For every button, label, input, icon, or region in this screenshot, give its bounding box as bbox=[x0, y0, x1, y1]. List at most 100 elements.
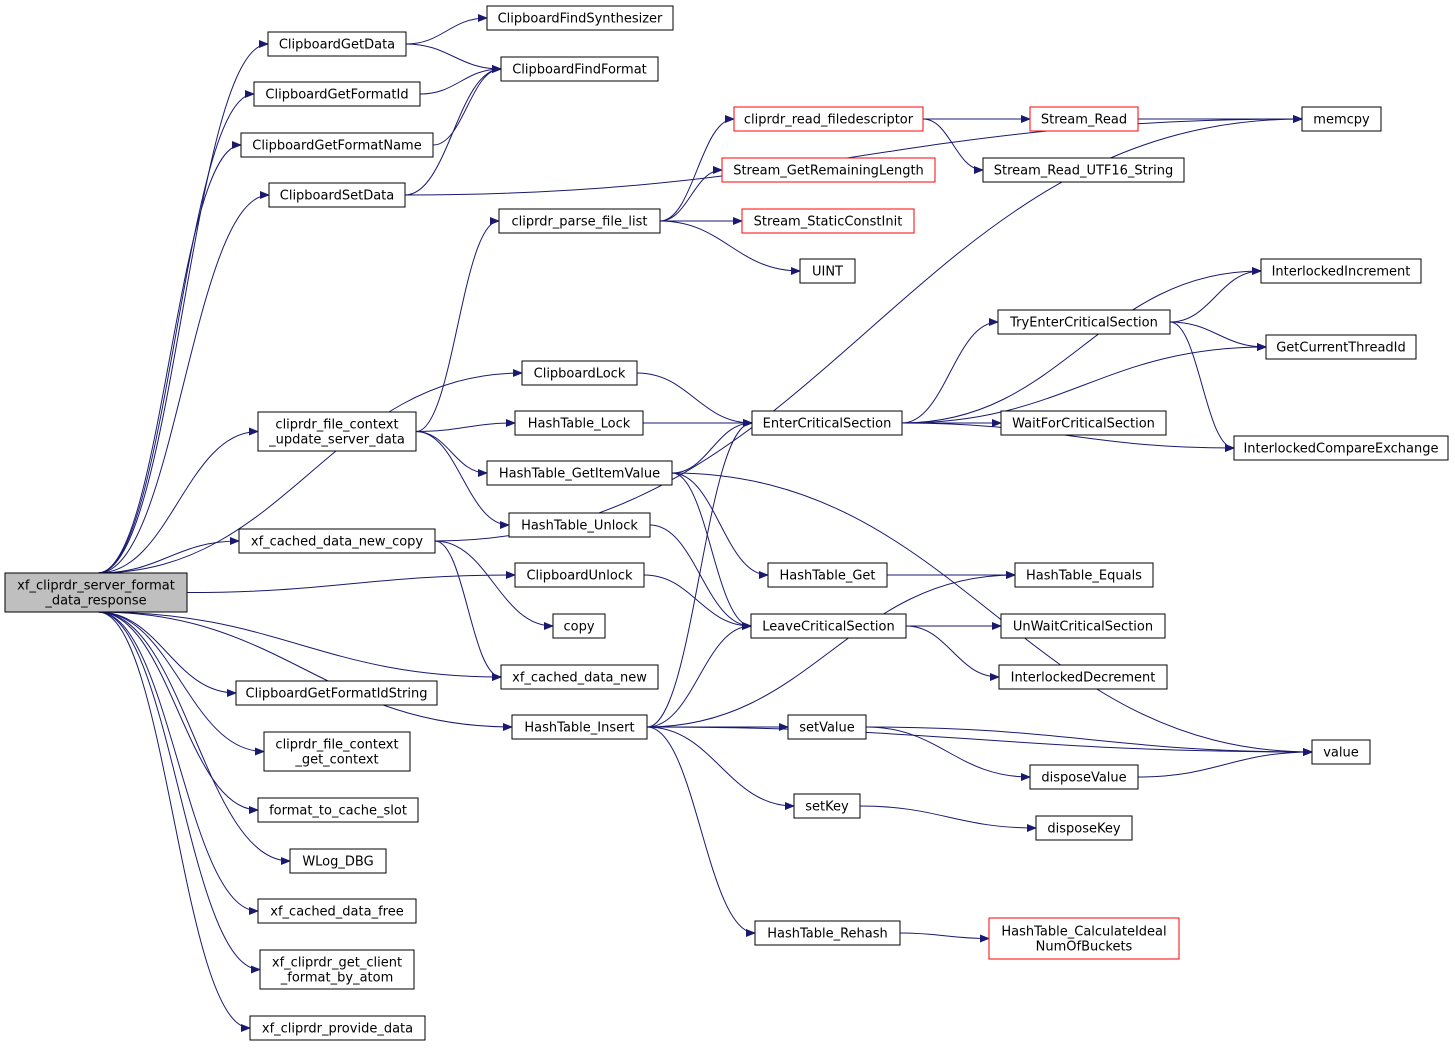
node-label: HashTable_Insert bbox=[524, 721, 634, 736]
edge-root-to-get_client_format bbox=[97, 611, 261, 974]
node-label: _data_response bbox=[44, 594, 146, 609]
node-ht-get-item[interactable]: HashTable_GetItemValue bbox=[486, 460, 673, 486]
node-label: ClipboardGetFormatId bbox=[265, 88, 408, 103]
node-box bbox=[1035, 815, 1133, 841]
node-cb-get-data[interactable]: ClipboardGetData bbox=[267, 31, 407, 57]
node-file-ctx-update[interactable]: cliprdr_file_context_update_server_data bbox=[257, 411, 417, 452]
node-label: memcpy bbox=[1313, 113, 1370, 128]
node-try-enter-cs[interactable]: TryEnterCriticalSection bbox=[997, 309, 1171, 335]
node-cb-get-format-id-string[interactable]: ClipboardGetFormatIdString bbox=[235, 680, 438, 706]
node-cb-get-format-id[interactable]: ClipboardGetFormatId bbox=[253, 81, 421, 107]
node-interlocked-dec[interactable]: InterlockedDecrement bbox=[998, 664, 1168, 690]
edge-ht_get_item-to-enter_cs bbox=[671, 419, 753, 474]
edge-layer bbox=[97, 14, 1313, 1032]
node-label: HashTable_Get bbox=[779, 569, 875, 584]
node-label: _get_context bbox=[294, 753, 378, 768]
node-cb-find-synth[interactable]: ClipboardFindSynthesizer bbox=[486, 5, 674, 31]
node-set-value[interactable]: setValue bbox=[787, 714, 867, 740]
node-leave-cs[interactable]: LeaveCriticalSection bbox=[750, 613, 907, 639]
edge-cb_lock-to-enter_cs bbox=[636, 372, 753, 427]
node-box bbox=[498, 208, 661, 234]
node-cb-find-format[interactable]: ClipboardFindFormat bbox=[500, 56, 659, 82]
node-label: HashTable_Rehash bbox=[767, 927, 888, 942]
node-ht-lock[interactable]: HashTable_Lock bbox=[514, 410, 644, 436]
node-ht-rehash[interactable]: HashTable_Rehash bbox=[754, 920, 901, 946]
node-ht-equals[interactable]: HashTable_Equals bbox=[1014, 562, 1154, 588]
node-enter-cs[interactable]: EnterCriticalSection bbox=[751, 410, 903, 436]
node-cb-get-format-name[interactable]: ClipboardGetFormatName bbox=[240, 132, 434, 158]
node-label: value bbox=[1323, 746, 1359, 761]
node-cb-unlock[interactable]: ClipboardUnlock bbox=[514, 562, 645, 588]
node-box bbox=[508, 512, 651, 538]
node-wait-cs[interactable]: WaitForCriticalSection bbox=[1000, 410, 1167, 436]
node-label: setValue bbox=[799, 721, 855, 736]
edge-root-to-cb_unlock bbox=[186, 571, 516, 593]
node-get-client-format[interactable]: xf_cliprdr_get_client_format_by_atom bbox=[259, 949, 415, 990]
node-copy[interactable]: copy bbox=[552, 613, 606, 639]
node-label: InterlockedCompareExchange bbox=[1243, 442, 1438, 457]
node-box bbox=[267, 31, 407, 57]
node-unwait-cs[interactable]: UnWaitCriticalSection bbox=[1000, 613, 1166, 639]
edge-cb_get_format_id-to-cb_find_format bbox=[419, 65, 502, 95]
node-dispose-key[interactable]: disposeKey bbox=[1035, 815, 1133, 841]
node-box bbox=[741, 208, 915, 234]
node-label: xf_cliprdr_provide_data bbox=[262, 1022, 413, 1037]
edge-ht_insert-to-leave_cs bbox=[646, 622, 752, 728]
node-label: cliprdr_read_filedescriptor bbox=[744, 113, 914, 128]
node-interlocked-cmpxchg[interactable]: InterlockedCompareExchange bbox=[1233, 435, 1449, 461]
edge-root-to-file_ctx_get bbox=[97, 611, 265, 756]
node-provide-data[interactable]: xf_cliprdr_provide_data bbox=[249, 1015, 426, 1041]
edge-cb_set_data-to-memcpy bbox=[404, 115, 1303, 196]
node-get-thread-id[interactable]: GetCurrentThreadId bbox=[1265, 334, 1417, 360]
node-dispose-value[interactable]: disposeValue bbox=[1029, 764, 1139, 790]
edge-file_ctx_update-to-parse_file_list bbox=[415, 217, 500, 432]
node-stream-static[interactable]: Stream_StaticConstInit bbox=[741, 208, 915, 234]
node-label: ClipboardGetData bbox=[279, 38, 395, 53]
edge-ht_insert-to-ht_rehash bbox=[646, 726, 756, 937]
node-stream-remaining[interactable]: Stream_GetRemainingLength bbox=[721, 157, 936, 183]
node-value[interactable]: value bbox=[1311, 739, 1371, 765]
node-box bbox=[257, 797, 419, 823]
node-stream-read[interactable]: Stream_Read bbox=[1029, 106, 1139, 132]
node-cb-set-data[interactable]: ClipboardSetData bbox=[268, 182, 406, 208]
edge-root-to-cb_set_data bbox=[97, 191, 270, 574]
node-parse-file-list[interactable]: cliprdr_parse_file_list bbox=[498, 208, 661, 234]
node-ht-insert[interactable]: HashTable_Insert bbox=[511, 714, 648, 740]
node-read-filedesc[interactable]: cliprdr_read_filedescriptor bbox=[733, 106, 924, 132]
node-ht-unlock[interactable]: HashTable_Unlock bbox=[508, 512, 651, 538]
node-box bbox=[268, 182, 406, 208]
node-box bbox=[235, 680, 438, 706]
node-cached-new[interactable]: xf_cached_data_new bbox=[500, 664, 659, 690]
node-uint[interactable]: UINT bbox=[799, 258, 856, 284]
node-memcpy[interactable]: memcpy bbox=[1301, 106, 1382, 132]
node-label: HashTable_Equals bbox=[1026, 569, 1142, 584]
node-cached-new-copy[interactable]: xf_cached_data_new_copy bbox=[238, 528, 436, 554]
node-box bbox=[249, 1015, 426, 1041]
edge-root-to-cached_new_copy bbox=[97, 537, 240, 574]
node-box bbox=[500, 56, 659, 82]
edge-ht_get_item-to-ht_get bbox=[671, 472, 769, 579]
node-cached-free[interactable]: xf_cached_data_free bbox=[257, 898, 417, 924]
node-label: ClipboardLock bbox=[534, 367, 626, 382]
node-ht-get[interactable]: HashTable_Get bbox=[767, 562, 888, 588]
node-box bbox=[500, 664, 659, 690]
node-box bbox=[257, 898, 417, 924]
node-label: Stream_StaticConstInit bbox=[754, 215, 903, 230]
node-set-key[interactable]: setKey bbox=[793, 793, 861, 819]
node-stream-read-utf16[interactable]: Stream_Read_UTF16_String bbox=[982, 157, 1185, 183]
node-cb-lock[interactable]: ClipboardLock bbox=[521, 360, 638, 386]
edge-try_enter_cs-to-interlocked_cmpxchg bbox=[1169, 321, 1235, 452]
node-label: _update_server_data bbox=[268, 433, 405, 448]
node-label: GetCurrentThreadId bbox=[1276, 341, 1406, 356]
node-box bbox=[511, 714, 648, 740]
node-file-ctx-get[interactable]: cliprdr_file_context_get_context bbox=[263, 731, 411, 772]
node-label: xf_cliprdr_server_format bbox=[17, 579, 175, 594]
node-wlog-dbg[interactable]: WLog_DBG bbox=[289, 848, 387, 874]
node-interlocked-inc[interactable]: InterlockedIncrement bbox=[1260, 258, 1422, 284]
edge-try_enter_cs-to-interlocked_inc bbox=[1169, 267, 1262, 323]
node-label: HashTable_CalculateIdeal bbox=[1001, 925, 1166, 940]
node-label: UnWaitCriticalSection bbox=[1013, 620, 1153, 635]
node-box bbox=[998, 664, 1168, 690]
node-format-to-cache[interactable]: format_to_cache_slot bbox=[257, 797, 419, 823]
